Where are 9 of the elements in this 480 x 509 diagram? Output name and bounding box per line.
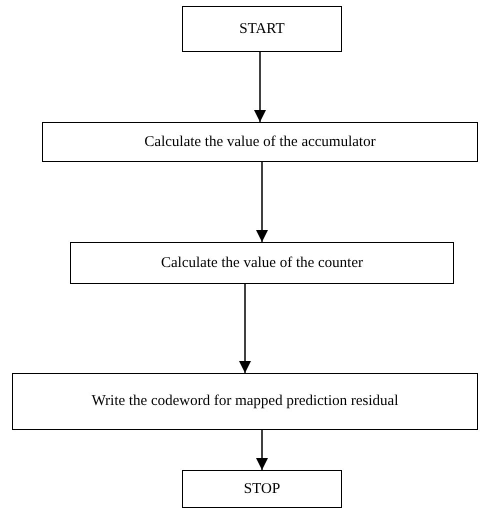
process-box: Calculate the value of the accumulator bbox=[42, 122, 478, 162]
process-box: Calculate the value of the counter bbox=[70, 242, 454, 284]
arrow bbox=[256, 162, 268, 242]
terminal-box: STOP bbox=[182, 470, 342, 508]
arrow bbox=[239, 284, 251, 373]
terminal-box: START bbox=[182, 6, 342, 52]
arrow bbox=[256, 430, 268, 470]
arrow bbox=[254, 52, 266, 122]
process-box: Write the codeword for mapped prediction residual bbox=[12, 373, 478, 430]
